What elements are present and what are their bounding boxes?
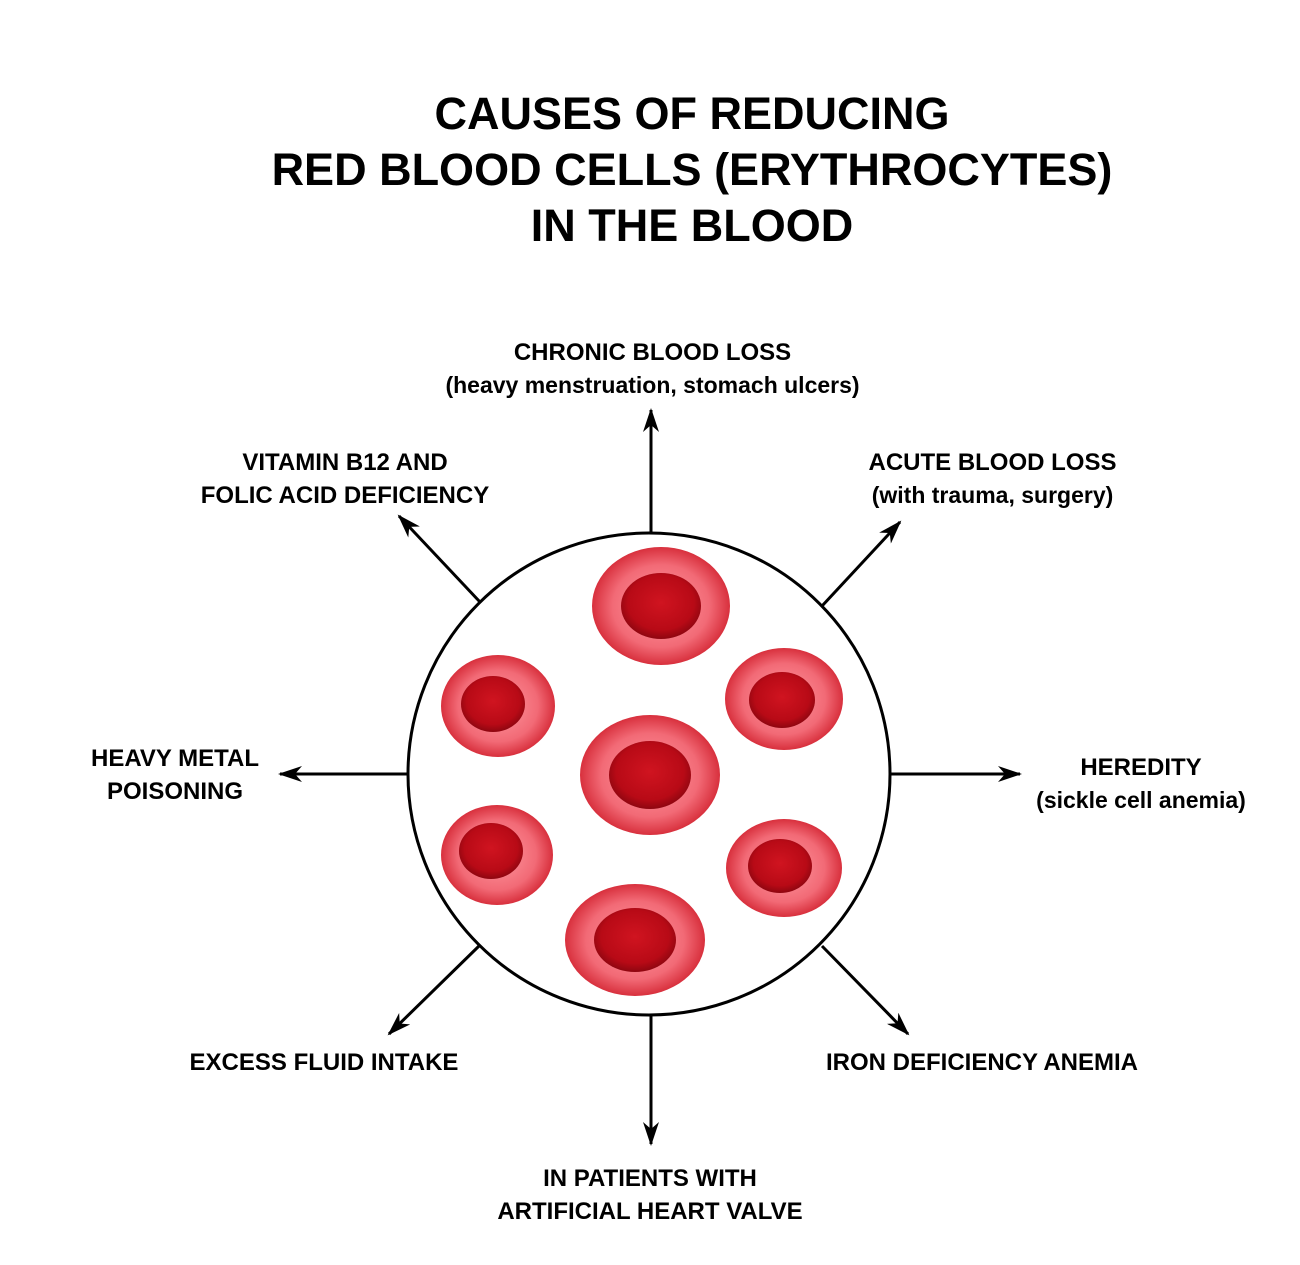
cause-subtitle: (with trauma, surgery) [871,482,1114,508]
cause-artificial-heart-valve: IN PATIENTS WITH ARTIFICIAL HEART VALVE [450,1162,850,1228]
cause-title: HEREDITY [1080,754,1202,781]
page-title: CAUSES OF REDUCING RED BLOOD CELLS (ERYT… [150,86,1234,254]
cause-acute-blood-loss: ACUTE BLOOD LOSS (with trauma, surgery) [830,446,1155,512]
cause-line-2: POISONING [106,778,244,805]
cause-subtitle: (sickle cell anemia) [1036,787,1246,813]
cause-title: IRON DEFICIENCY ANEMIA [825,1049,1139,1076]
cause-subtitle: (heavy menstruation, stomach ulcers) [445,372,860,398]
arrow-down-right [820,944,910,1036]
title-line-1: CAUSES OF REDUCING [434,88,950,139]
red-blood-cell [725,648,843,750]
red-blood-cell [565,884,705,996]
cause-excess-fluid-intake: EXCESS FLUID INTAKE [150,1046,498,1079]
arrow-up-right [820,520,902,608]
red-blood-cell [580,715,720,835]
cause-title: CHRONIC BLOOD LOSS [513,339,792,366]
cause-heavy-metal-poisoning: HEAVY METAL POISONING [55,742,295,808]
arrow-down-left [387,944,481,1036]
cause-title: EXCESS FLUID INTAKE [189,1049,459,1076]
red-blood-cell [441,805,553,905]
red-blood-cell [441,655,555,757]
red-blood-cell [726,819,842,917]
arrow-up-left [397,514,482,604]
cause-chronic-blood-loss: CHRONIC BLOOD LOSS (heavy menstruation, … [380,336,925,402]
cause-line-2: FOLIC ACID DEFICIENCY [200,482,490,509]
cause-line-1: IN PATIENTS WITH [543,1165,757,1192]
title-line-2: RED BLOOD CELLS (ERYTHROCYTES) [271,144,1113,195]
cause-line-2: ARTIFICIAL HEART VALVE [497,1198,803,1225]
cause-heredity: HEREDITY (sickle cell anemia) [1000,751,1282,817]
cause-line-1: VITAMIN B12 AND [242,449,448,476]
cause-line-1: HEAVY METAL [90,745,259,772]
cause-vitamin-b12-folic-acid-deficiency: VITAMIN B12 AND FOLIC ACID DEFICIENCY [160,446,530,512]
red-blood-cell [592,547,730,665]
cause-iron-deficiency-anemia: IRON DEFICIENCY ANEMIA [790,1046,1174,1079]
cause-title: ACUTE BLOOD LOSS [868,449,1117,476]
title-line-3: IN THE BLOOD [530,200,854,251]
